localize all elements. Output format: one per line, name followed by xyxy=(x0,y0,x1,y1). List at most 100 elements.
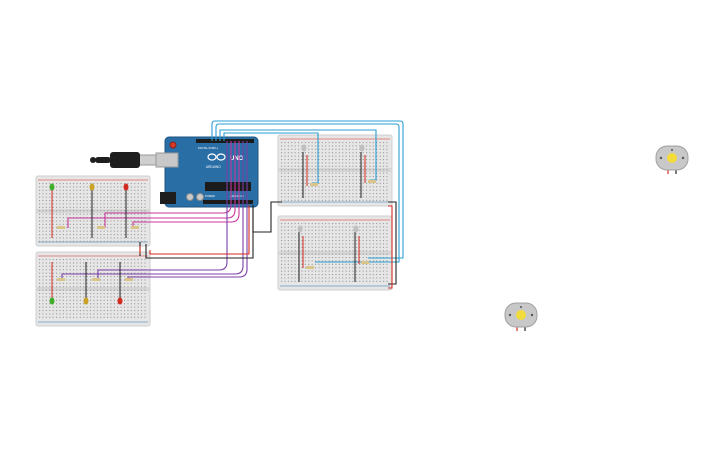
wire-black-gnd-2[interactable] xyxy=(145,205,254,259)
breadboard-hole xyxy=(315,179,317,181)
breadboard-hole xyxy=(376,179,378,181)
dc-motor-1[interactable] xyxy=(655,145,689,174)
breadboard-hole xyxy=(332,274,334,276)
breadboard-hole xyxy=(291,226,293,228)
breadboard-hole xyxy=(83,306,85,308)
breadboard-hole xyxy=(379,165,381,167)
analog-power-header[interactable] xyxy=(203,200,253,204)
led-red[interactable] xyxy=(117,262,123,305)
breadboard-hole xyxy=(287,152,289,154)
reset-button[interactable] xyxy=(169,141,177,149)
breadboard-hole xyxy=(117,276,119,278)
resistor[interactable] xyxy=(92,278,100,281)
resistor[interactable] xyxy=(57,278,65,281)
wire-pink-3[interactable] xyxy=(132,141,240,228)
breadboard-hole xyxy=(308,182,310,184)
led-white[interactable] xyxy=(301,144,308,199)
led-yellow[interactable] xyxy=(89,183,95,239)
led-yellow[interactable] xyxy=(83,262,89,305)
breadboard-hole xyxy=(301,145,303,147)
led-white[interactable] xyxy=(297,225,304,283)
breadboard-hole xyxy=(308,270,310,272)
breadboard-hole xyxy=(359,162,361,164)
breadboard-hole xyxy=(301,196,303,198)
resistor[interactable] xyxy=(368,180,376,183)
breadboard-hole xyxy=(69,200,71,202)
breadboard-hole xyxy=(321,233,323,235)
led-white[interactable] xyxy=(353,225,360,283)
resistor[interactable] xyxy=(97,226,105,229)
resistor[interactable] xyxy=(361,261,369,264)
breadboard-hole xyxy=(291,263,293,265)
led-white[interactable] xyxy=(359,144,366,199)
wire-blue-1[interactable] xyxy=(211,120,404,259)
breadboard-hole xyxy=(315,162,317,164)
breadboard-hole xyxy=(362,186,364,188)
breadboard-right-bottom[interactable] xyxy=(277,215,393,291)
breadboard-hole xyxy=(134,313,136,315)
resistor[interactable] xyxy=(306,266,314,269)
wire-purple-3[interactable] xyxy=(127,141,248,280)
digital-header[interactable] xyxy=(196,139,254,143)
breadboard-hole xyxy=(45,237,47,239)
dc-motor-2[interactable] xyxy=(504,302,538,331)
breadboard-hole xyxy=(144,186,146,188)
breadboard-hole xyxy=(315,267,317,269)
breadboard-hole xyxy=(45,310,47,312)
breadboard-right-top[interactable] xyxy=(277,134,393,207)
breadboard-hole xyxy=(291,267,293,269)
led-green[interactable] xyxy=(49,183,55,239)
power-jack[interactable] xyxy=(160,192,176,204)
breadboard-hole xyxy=(52,293,54,295)
breadboard-hole xyxy=(96,189,98,191)
breadboard-hole xyxy=(110,293,112,295)
breadboard-hole xyxy=(332,223,334,225)
breadboard-hole xyxy=(294,240,296,242)
wire-purple-2[interactable] xyxy=(61,141,244,280)
breadboard-hole xyxy=(42,265,44,267)
breadboard-hole xyxy=(103,210,105,212)
breadboard-hole xyxy=(308,229,310,231)
wire-purple-1[interactable] xyxy=(97,141,228,280)
breadboard-hole xyxy=(359,196,361,198)
breadboard-hole xyxy=(372,196,374,198)
breadboard-hole xyxy=(56,265,58,267)
resistor[interactable] xyxy=(125,278,133,281)
breadboard-hole xyxy=(359,263,361,265)
breadboard-hole xyxy=(39,223,41,225)
breadboard-hole xyxy=(73,240,75,242)
led-red[interactable] xyxy=(123,183,129,239)
breadboard-hole xyxy=(379,169,381,171)
breadboard-hole xyxy=(117,310,119,312)
led-green[interactable] xyxy=(49,262,55,305)
breadboard-hole xyxy=(144,272,146,274)
breadboard-hole xyxy=(359,267,361,269)
breadboard-left-bottom[interactable] xyxy=(35,251,151,327)
breadboard-hole xyxy=(49,196,51,198)
wire-pink-1[interactable] xyxy=(104,141,232,228)
breadboard-hole xyxy=(86,210,88,212)
breadboard-hole xyxy=(56,306,58,308)
wire-blue-2[interactable] xyxy=(215,123,400,263)
usb-port[interactable] xyxy=(155,152,179,168)
breadboard-hole xyxy=(49,265,51,267)
breadboard-hole xyxy=(59,240,61,242)
wire-red-right[interactable] xyxy=(388,205,393,289)
usb-cable[interactable] xyxy=(90,152,157,168)
breadboard-hole xyxy=(76,223,78,225)
breadboard-hole xyxy=(352,145,354,147)
breadboard-hole xyxy=(93,240,95,242)
breadboard-hole xyxy=(76,213,78,215)
breadboard-hole xyxy=(315,280,317,282)
wire-red-5v[interactable] xyxy=(149,205,250,255)
breadboard-hole xyxy=(134,193,136,195)
breadboard-hole xyxy=(137,206,139,208)
breadboard-hole xyxy=(62,269,64,271)
resistor[interactable] xyxy=(131,226,139,229)
resistor[interactable] xyxy=(57,226,65,229)
resistor[interactable] xyxy=(310,183,318,186)
breadboard-hole xyxy=(335,246,337,248)
breadboard-hole xyxy=(383,169,385,171)
breadboard-hole xyxy=(311,165,313,167)
breadboard-hole xyxy=(332,172,334,174)
